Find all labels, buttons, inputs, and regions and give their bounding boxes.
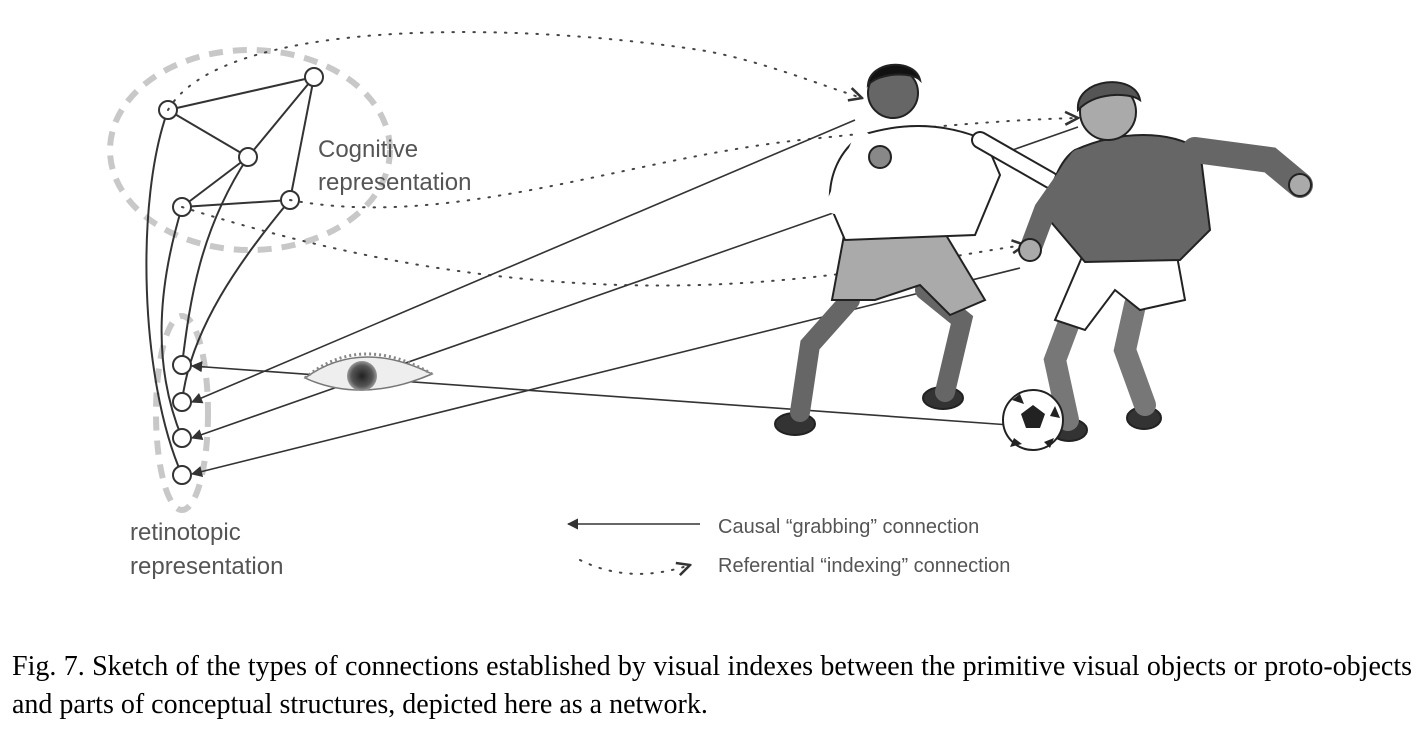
soccer-player-right	[1018, 81, 1313, 442]
retinotopic-label: retinotopic	[130, 519, 241, 546]
indexing-connections	[167, 31, 1078, 287]
figure-caption: Fig. 7. Sketch of the types of connectio…	[12, 651, 1412, 720]
cognitive-label: representation	[318, 169, 471, 196]
network-edges	[145, 76, 315, 476]
legend-referential-line	[579, 559, 690, 574]
retinotopic-node	[172, 355, 192, 375]
retinotopic-label: representation	[130, 553, 283, 580]
retinotopic-ellipse	[153, 313, 211, 513]
retinotopic-node	[172, 392, 192, 412]
soccer-player-left	[774, 63, 1059, 436]
cognitive-ellipse	[107, 47, 393, 253]
retinotopic-node	[172, 428, 192, 448]
cognitive-label: Cognitive	[318, 136, 418, 163]
retinotopic-node	[172, 465, 192, 485]
cognitive-node	[304, 67, 324, 87]
cognitive-node	[238, 147, 258, 167]
legend-referential-label: Referential “indexing” connection	[718, 555, 1010, 577]
legend-causal-label: Causal “grabbing” connection	[718, 516, 979, 538]
legend: Causal “grabbing” connection Referential…	[566, 516, 1010, 577]
eye-icon	[303, 352, 434, 391]
soccer-ball	[1002, 389, 1064, 451]
connection-diagram: Cognitive representation retinotopic rep…	[107, 31, 1313, 580]
